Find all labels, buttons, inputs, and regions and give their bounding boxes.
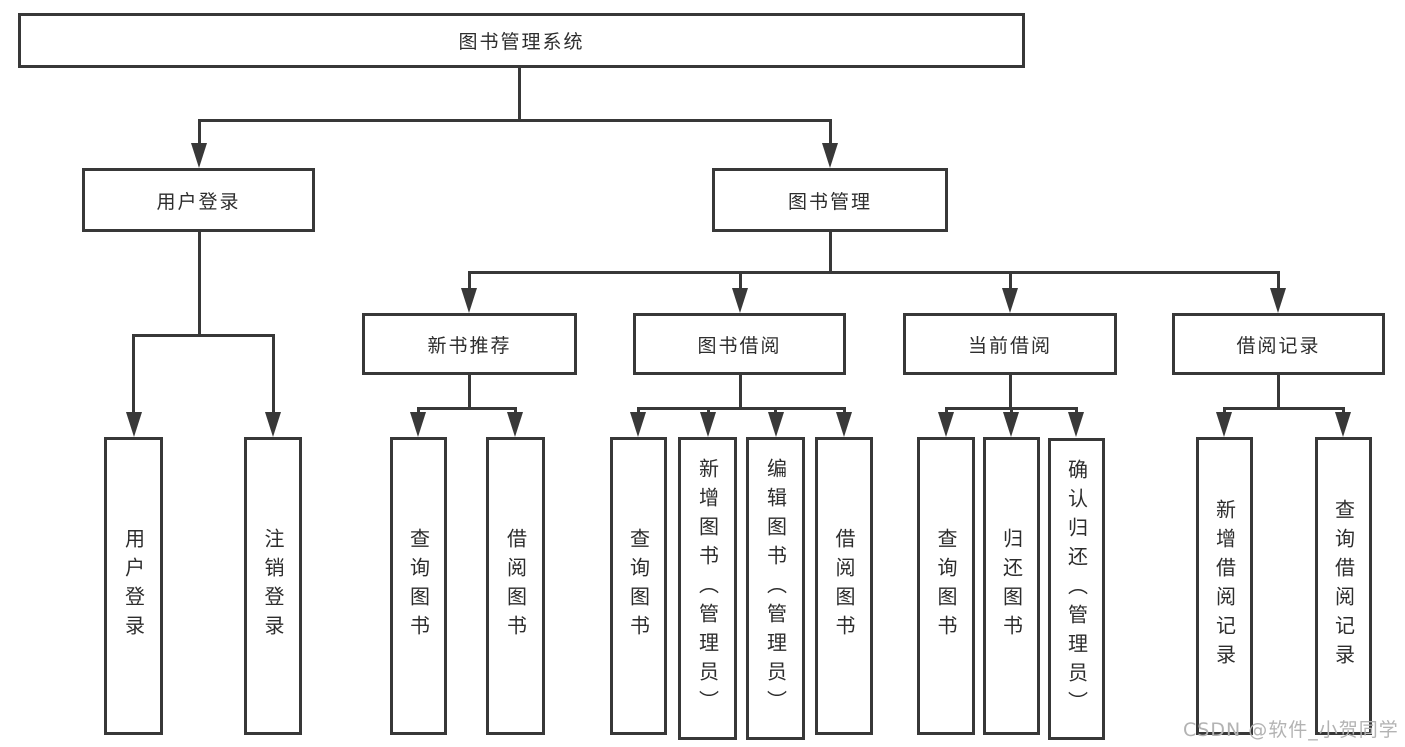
arrow-down (265, 412, 281, 437)
arrow-down (768, 412, 784, 437)
leaf-user-login: 用户登录 (104, 437, 163, 735)
leaf-label: 新增借阅记录 (1212, 499, 1237, 673)
leaf-borrow-books-recommend: 借阅图书 (486, 437, 545, 735)
connector-line (1277, 375, 1280, 410)
leaf-label: 查询借阅记录 (1331, 499, 1356, 673)
arrow-down (1270, 288, 1286, 313)
arrow-down (191, 143, 207, 168)
arrow-down (1335, 412, 1351, 437)
connector-line (417, 407, 517, 410)
leaf-confirm-return-admin: 确认归还（管理员） (1048, 438, 1105, 740)
arrow-down (1002, 288, 1018, 313)
csdn-watermark: CSDN @软件_小贺同学 (1183, 719, 1399, 741)
arrow-down (836, 412, 852, 437)
arrow-down (461, 288, 477, 313)
leaf-label: 注销登录 (261, 528, 285, 644)
arrow-down (938, 412, 954, 437)
connector-line (739, 375, 742, 410)
leaf-label: 编辑图书（管理员） (763, 458, 788, 719)
connector-line (1075, 407, 1078, 415)
connector-line (518, 68, 521, 122)
connector-line (1009, 375, 1012, 410)
connector-line (468, 271, 1280, 274)
node-new-book-recommend: 新书推荐 (362, 313, 577, 375)
arrow-down (630, 412, 646, 437)
connector-line (829, 119, 832, 146)
leaf-label: 新增图书（管理员） (695, 458, 720, 719)
leaf-return-books: 归还图书 (983, 437, 1040, 735)
node-label: 借阅记录 (1236, 334, 1321, 357)
connector-line (1223, 407, 1226, 415)
node-book-borrow: 图书借阅 (633, 313, 846, 375)
leaf-query-borrow-record: 查询借阅记录 (1315, 437, 1372, 735)
connector-line (1277, 271, 1280, 291)
leaf-query-books-current: 查询图书 (917, 437, 975, 735)
connector-line (637, 407, 640, 415)
node-label: 图书管理 (787, 190, 872, 213)
leaf-borrow-books: 借阅图书 (815, 437, 873, 735)
node-book-management-system: 图书管理系统 (18, 13, 1025, 68)
arrow-down (1003, 412, 1019, 437)
leaf-edit-books-admin: 编辑图书（管理员） (746, 437, 805, 740)
leaf-logout: 注销登录 (244, 437, 302, 735)
arrow-down (1216, 412, 1232, 437)
connector-line (198, 119, 831, 122)
leaf-label: 查询图书 (406, 528, 431, 644)
arrow-down (1068, 412, 1084, 437)
connector-line (829, 232, 832, 274)
leaf-label: 查询图书 (626, 528, 651, 644)
connector-line (707, 407, 710, 415)
leaf-query-books-recommend: 查询图书 (390, 437, 447, 735)
leaf-label: 借阅图书 (503, 528, 528, 644)
connector-line (132, 334, 274, 337)
connector-line (198, 232, 201, 336)
connector-line (637, 407, 845, 410)
node-label: 用户登录 (156, 190, 241, 213)
node-label: 图书管理系统 (458, 31, 585, 53)
connector-line (132, 334, 135, 414)
connector-line (843, 407, 846, 415)
arrow-down (700, 412, 716, 437)
connector-line (1342, 407, 1345, 415)
node-label: 新书推荐 (427, 334, 512, 357)
connector-line (514, 407, 517, 415)
connector-line (945, 407, 948, 415)
leaf-query-books-borrow: 查询图书 (610, 437, 667, 735)
leaf-label: 借阅图书 (832, 528, 856, 644)
node-book-management: 图书管理 (712, 168, 948, 232)
arrow-down (410, 412, 426, 437)
leaf-add-books-admin: 新增图书（管理员） (678, 437, 737, 740)
connector-line (417, 407, 420, 415)
node-borrow-records: 借阅记录 (1172, 313, 1385, 375)
arrow-down (822, 143, 838, 168)
arrow-down (126, 412, 142, 437)
node-label: 图书借阅 (697, 334, 782, 357)
connector-line (1009, 271, 1012, 291)
connector-line (272, 334, 275, 414)
leaf-label: 归还图书 (999, 528, 1024, 644)
connector-line (1010, 407, 1013, 415)
leaf-label: 确认归还（管理员） (1064, 458, 1089, 720)
connector-line (198, 119, 201, 146)
node-label: 当前借阅 (967, 334, 1052, 357)
leaf-label: 查询图书 (934, 528, 958, 644)
arrow-down (507, 412, 523, 437)
connector-line (1223, 407, 1345, 410)
leaf-add-borrow-record: 新增借阅记录 (1196, 437, 1253, 735)
connector-line (468, 271, 471, 291)
node-user-login: 用户登录 (82, 168, 315, 232)
connector-line (739, 271, 742, 291)
connector-line (774, 407, 777, 415)
connector-line (468, 375, 471, 410)
leaf-label: 用户登录 (121, 528, 146, 644)
arrow-down (732, 288, 748, 313)
node-current-borrow: 当前借阅 (903, 313, 1117, 375)
